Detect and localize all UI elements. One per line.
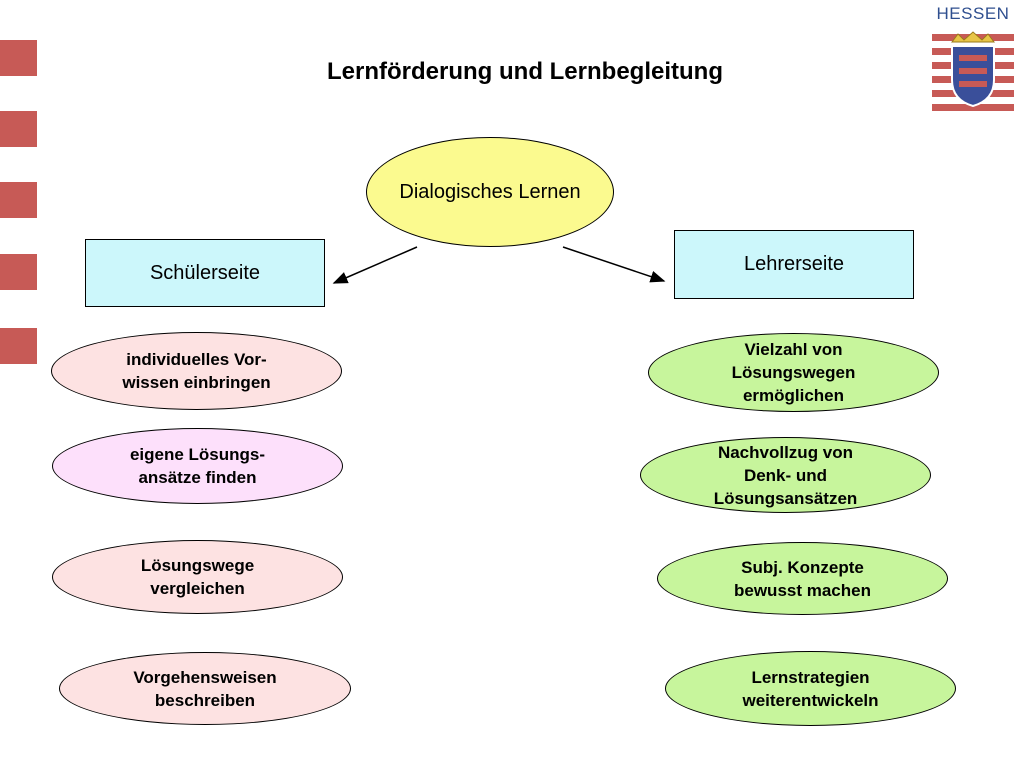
student-item-label: individuelles Vor- wissen einbringen: [122, 350, 271, 392]
student-item: eigene Lösungs- ansätze finden: [52, 428, 343, 504]
student-item: individuelles Vor- wissen einbringen: [51, 332, 342, 410]
teacher-item-label: Lernstrategien weiterentwickeln: [742, 667, 879, 710]
student-item-label: Lösungswege vergleichen: [140, 556, 255, 598]
arrow-to-teacher-side: [562, 246, 666, 283]
student-item-label: Vorgehensweisen beschreiben: [133, 667, 277, 710]
side-decoration-square: [0, 182, 37, 218]
side-decoration-square: [0, 328, 37, 364]
teacher-item: Subj. Konzepte bewusst machen: [657, 542, 948, 615]
student-side-label: Schülerseite: [149, 261, 261, 284]
teacher-item-label: Subj. Konzepte bewusst machen: [734, 557, 871, 600]
side-decoration-square: [0, 40, 37, 76]
teacher-side-box: Lehrerseite: [674, 230, 914, 299]
slide-title: Lernförderung und Lernbegleitung: [327, 58, 723, 85]
hessen-logo: HESSEN: [928, 4, 1018, 114]
teacher-item: Vielzahl von Lösungswegen ermöglichen: [648, 333, 939, 412]
arrow-to-student-side: [332, 246, 418, 284]
student-side-box: Schülerseite: [85, 239, 325, 307]
teacher-item-label: Vielzahl von Lösungswegen ermöglichen: [731, 340, 856, 405]
student-item: Lösungswege vergleichen: [52, 540, 343, 614]
center-node-label: Dialogisches Lernen: [399, 180, 581, 203]
teacher-item: Lernstrategien weiterentwickeln: [665, 651, 956, 726]
logo-text: HESSEN: [936, 4, 1010, 23]
student-item: Vorgehensweisen beschreiben: [59, 652, 351, 725]
teacher-item-label: Nachvollzug von Denk- und Lösungsansätze…: [713, 442, 858, 508]
teacher-side-label: Lehrerseite: [743, 253, 845, 275]
teacher-item: Nachvollzug von Denk- und Lösungsansätze…: [640, 437, 931, 513]
student-item-label: eigene Lösungs- ansätze finden: [129, 445, 266, 487]
side-decoration-square: [0, 254, 37, 290]
center-node: Dialogisches Lernen: [366, 137, 614, 247]
side-decoration-square: [0, 111, 37, 147]
coat-of-arms-icon: [932, 31, 1014, 111]
